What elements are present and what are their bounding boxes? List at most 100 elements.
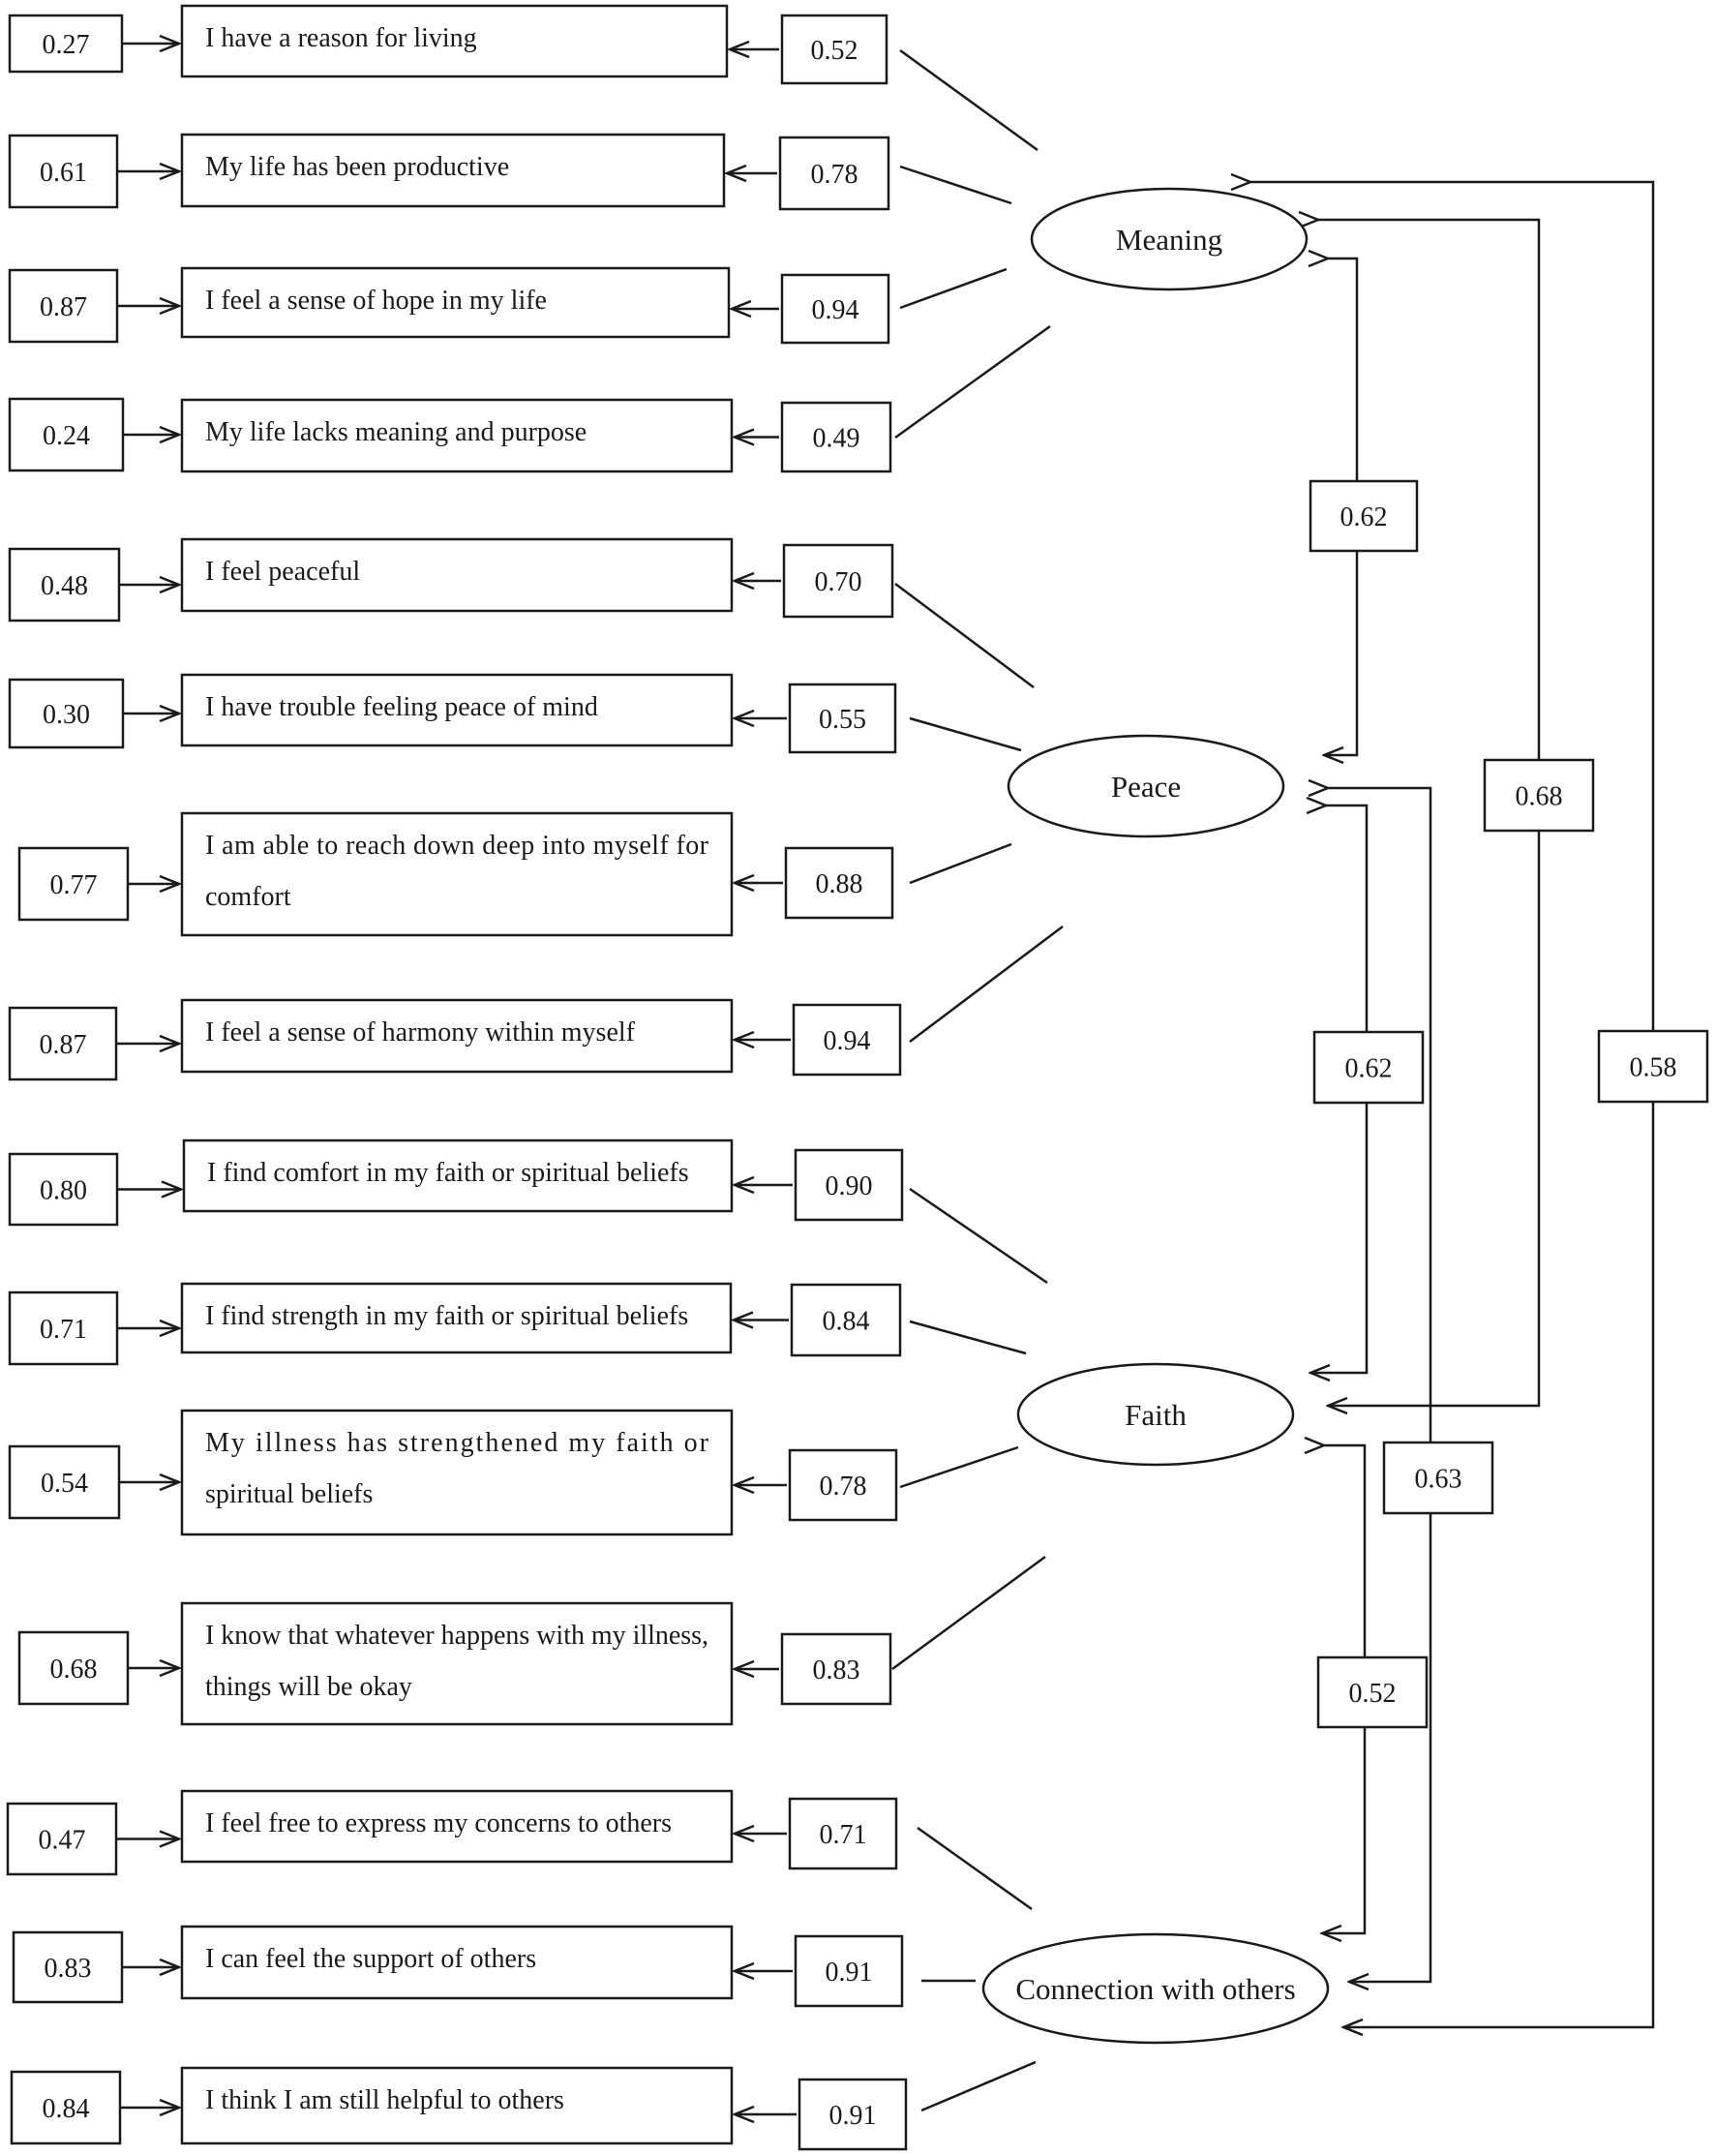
item-text: I find strength in my faith or spiritual… <box>205 1301 688 1331</box>
r-squared-value: 0.77 <box>50 870 98 900</box>
r-squared-value: 0.48 <box>41 571 88 601</box>
item-text: I find comfort in my faith or spiritual … <box>207 1158 689 1188</box>
loading-path <box>909 1187 1048 1285</box>
item-text: I think I am still helpful to others <box>205 2085 564 2115</box>
r-squared-value: 0.27 <box>43 30 90 60</box>
r-squared-value: 0.87 <box>40 1030 87 1060</box>
factor-ellipse <box>1007 734 1285 838</box>
item-text: things will be okay <box>205 1672 412 1702</box>
loading-path <box>899 267 1008 310</box>
r-squared-value: 0.61 <box>40 158 87 188</box>
loading-path <box>899 1445 1019 1489</box>
loading-box <box>780 14 888 85</box>
item-row: 0.80 I find comfort in my faith or spirit… <box>8 1139 1048 1285</box>
item-text: My life has been productive <box>205 152 509 182</box>
item-text: spiritual beliefs <box>205 1479 373 1509</box>
correlation-value: 0.62 <box>1340 502 1388 532</box>
factor-connection-with-others: Connection with others <box>981 1932 1330 2045</box>
item-text: I feel a sense of hope in my life <box>205 286 547 316</box>
factor-peace: Peace <box>1007 734 1285 838</box>
r-squared-box <box>8 1152 119 1227</box>
loading-path <box>909 926 1064 1043</box>
loading-value: 0.78 <box>811 160 858 190</box>
r-squared-box <box>8 1444 121 1520</box>
item-text: I feel peaceful <box>205 557 360 587</box>
loading-box <box>778 136 890 211</box>
r-squared-value: 0.54 <box>41 1469 88 1499</box>
item-text: I can feel the support of others <box>205 1944 536 1974</box>
item-row: 0.77 I am able to reach down deep into my… <box>17 811 1012 937</box>
item-text: comfort <box>205 882 291 912</box>
loading-path <box>899 48 1039 152</box>
item-text: I feel free to express my concerns to ot… <box>205 1808 672 1838</box>
factor-meaning: Meaning <box>1030 187 1309 291</box>
correlation-faith-connection-with-others: 0.52 <box>1318 1445 1429 1933</box>
r-squared-value: 0.68 <box>50 1655 98 1685</box>
loading-path <box>909 716 1022 752</box>
correlation-path <box>1250 182 1655 2027</box>
loading-box <box>788 1797 898 1870</box>
r-squared-value: 0.47 <box>39 1826 86 1856</box>
item-row: 0.84 I think I am still helpful to others… <box>10 2060 1037 2151</box>
item-box <box>180 2066 734 2145</box>
r-squared-box <box>17 1630 130 1706</box>
item-text: I am able to reach down deep into myself… <box>205 831 709 861</box>
item-box <box>180 1925 734 2000</box>
correlation-box <box>1382 1441 1494 1515</box>
loading-value: 0.78 <box>820 1472 867 1502</box>
loading-box <box>788 1448 898 1522</box>
factor-ellipse <box>981 1932 1330 2045</box>
item-box <box>180 1409 734 1536</box>
factor-ellipse <box>1016 1362 1295 1467</box>
correlation-box <box>1597 1029 1709 1104</box>
correlation-box <box>1483 758 1595 833</box>
item-box <box>180 537 734 613</box>
loading-value: 0.83 <box>813 1655 860 1685</box>
item-row: 0.83 I can feel the support of others 0.91 <box>12 1925 976 2008</box>
r-squared-value: 0.80 <box>40 1176 87 1206</box>
loading-box <box>794 1934 904 2008</box>
loading-path <box>909 842 1012 885</box>
loading-box <box>780 401 892 473</box>
correlation-value: 0.62 <box>1345 1054 1393 1084</box>
r-squared-value: 0.84 <box>43 2094 90 2124</box>
r-squared-box <box>8 397 125 472</box>
loading-path <box>909 1320 1027 1355</box>
loading-value: 0.91 <box>829 2101 877 2131</box>
item-text: I know that whatever happens with my ill… <box>205 1621 708 1651</box>
correlation-value: 0.63 <box>1415 1465 1462 1495</box>
loading-box <box>782 543 894 619</box>
item-box <box>180 1601 734 1726</box>
item-box <box>180 4 729 78</box>
item-box <box>182 1139 734 1213</box>
item-box <box>180 266 731 339</box>
loading-box <box>794 1148 904 1222</box>
loading-path <box>891 1555 1046 1671</box>
r-squared-value: 0.30 <box>43 700 90 730</box>
loading-box <box>784 846 894 920</box>
loading-box <box>780 1632 892 1706</box>
loading-value: 0.91 <box>826 1958 873 1988</box>
r-squared-value: 0.83 <box>45 1954 92 1984</box>
correlation-meaning-connection-with-others: 0.58 <box>1250 182 1709 2027</box>
loading-box <box>790 1283 902 1357</box>
correlation-path <box>1328 788 1432 1982</box>
r-squared-box <box>10 2070 122 2145</box>
loading-box <box>798 2078 908 2151</box>
loading-path <box>917 1826 1033 1911</box>
correlation-peace-connection-with-others: 0.63 <box>1328 788 1494 1982</box>
r-squared-value: 0.24 <box>43 421 90 451</box>
correlation-meaning-peace: 0.62 <box>1310 258 1419 755</box>
loading-value: 0.94 <box>824 1026 871 1056</box>
item-row: 0.47 I feel free to express my concerns t… <box>6 1789 1033 1911</box>
factor-label: Peace <box>1111 770 1181 804</box>
loading-path <box>894 324 1051 440</box>
